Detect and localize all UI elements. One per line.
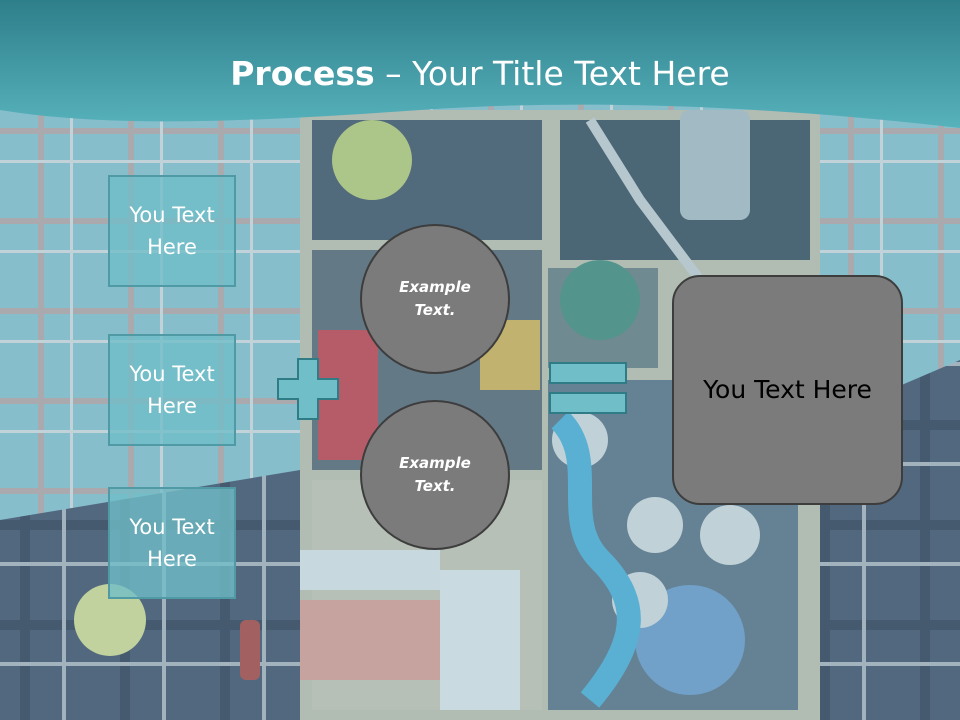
plus-icon [277,358,339,420]
equals-icon [549,362,627,414]
title-bold: Process [230,54,375,93]
left-text-box-3: You Text Here [108,487,236,599]
slide-title: Process – Your Title Text Here [0,52,960,96]
title-rest: – Your Title Text Here [374,54,730,93]
example-circle-1: Example Text. [360,224,510,374]
title-banner [0,0,960,128]
result-box: You Text Here [672,275,903,505]
left-text-box-1: You Text Here [108,175,236,287]
left-text-box-2: You Text Here [108,334,236,446]
example-circle-2: Example Text. [360,400,510,550]
